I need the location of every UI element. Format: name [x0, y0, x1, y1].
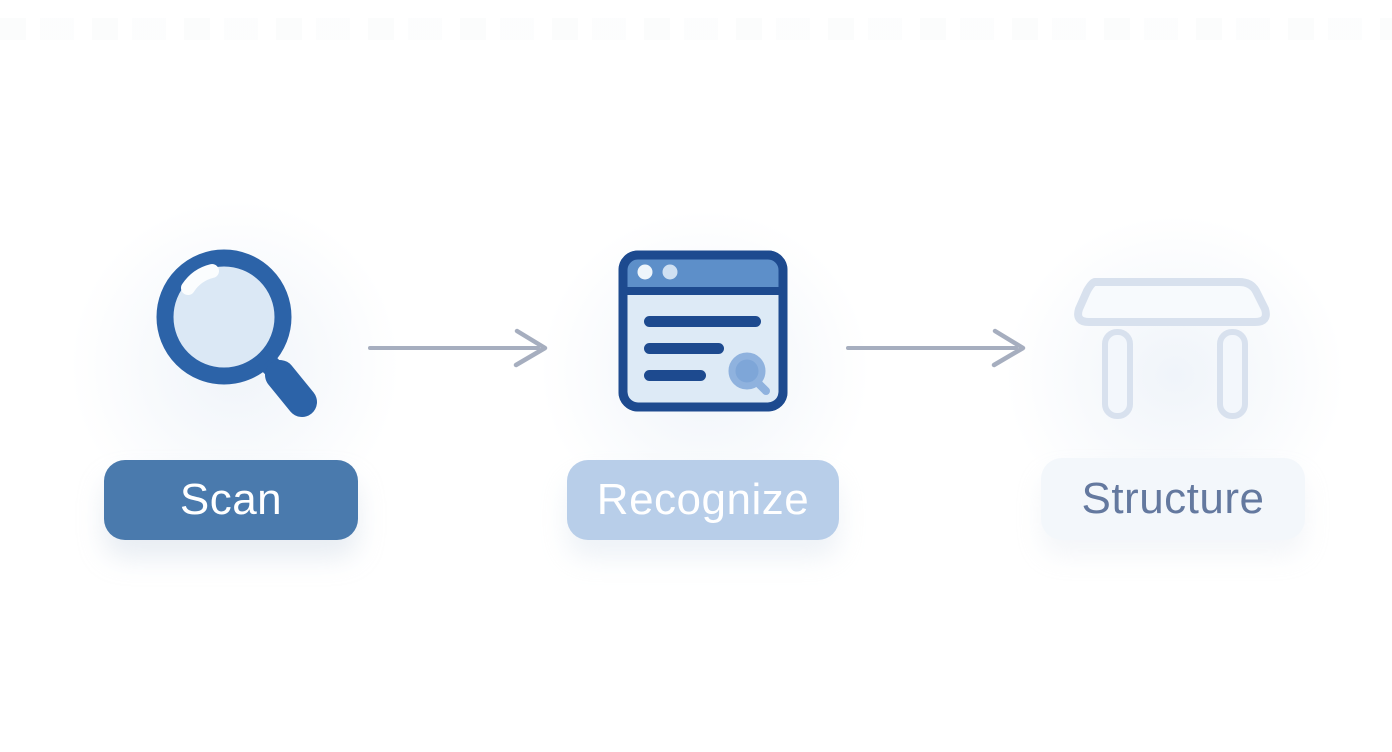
scan-button-label: Scan [179, 475, 283, 524]
recognize-button[interactable]: Recognize [567, 460, 839, 540]
structure-button[interactable]: Structure [1041, 458, 1305, 540]
arrow-scan-to-recognize [366, 328, 556, 375]
cropped-text-artifact [0, 18, 1392, 40]
structure-button-label: Structure [1081, 474, 1265, 523]
magnifying-glass-icon [150, 242, 322, 429]
table-icon [1065, 272, 1280, 427]
document-window-search-icon [617, 249, 789, 418]
scan-button[interactable]: Scan [104, 460, 358, 540]
arrow-recognize-to-structure [844, 328, 1034, 375]
recognize-button-label: Recognize [596, 475, 810, 524]
